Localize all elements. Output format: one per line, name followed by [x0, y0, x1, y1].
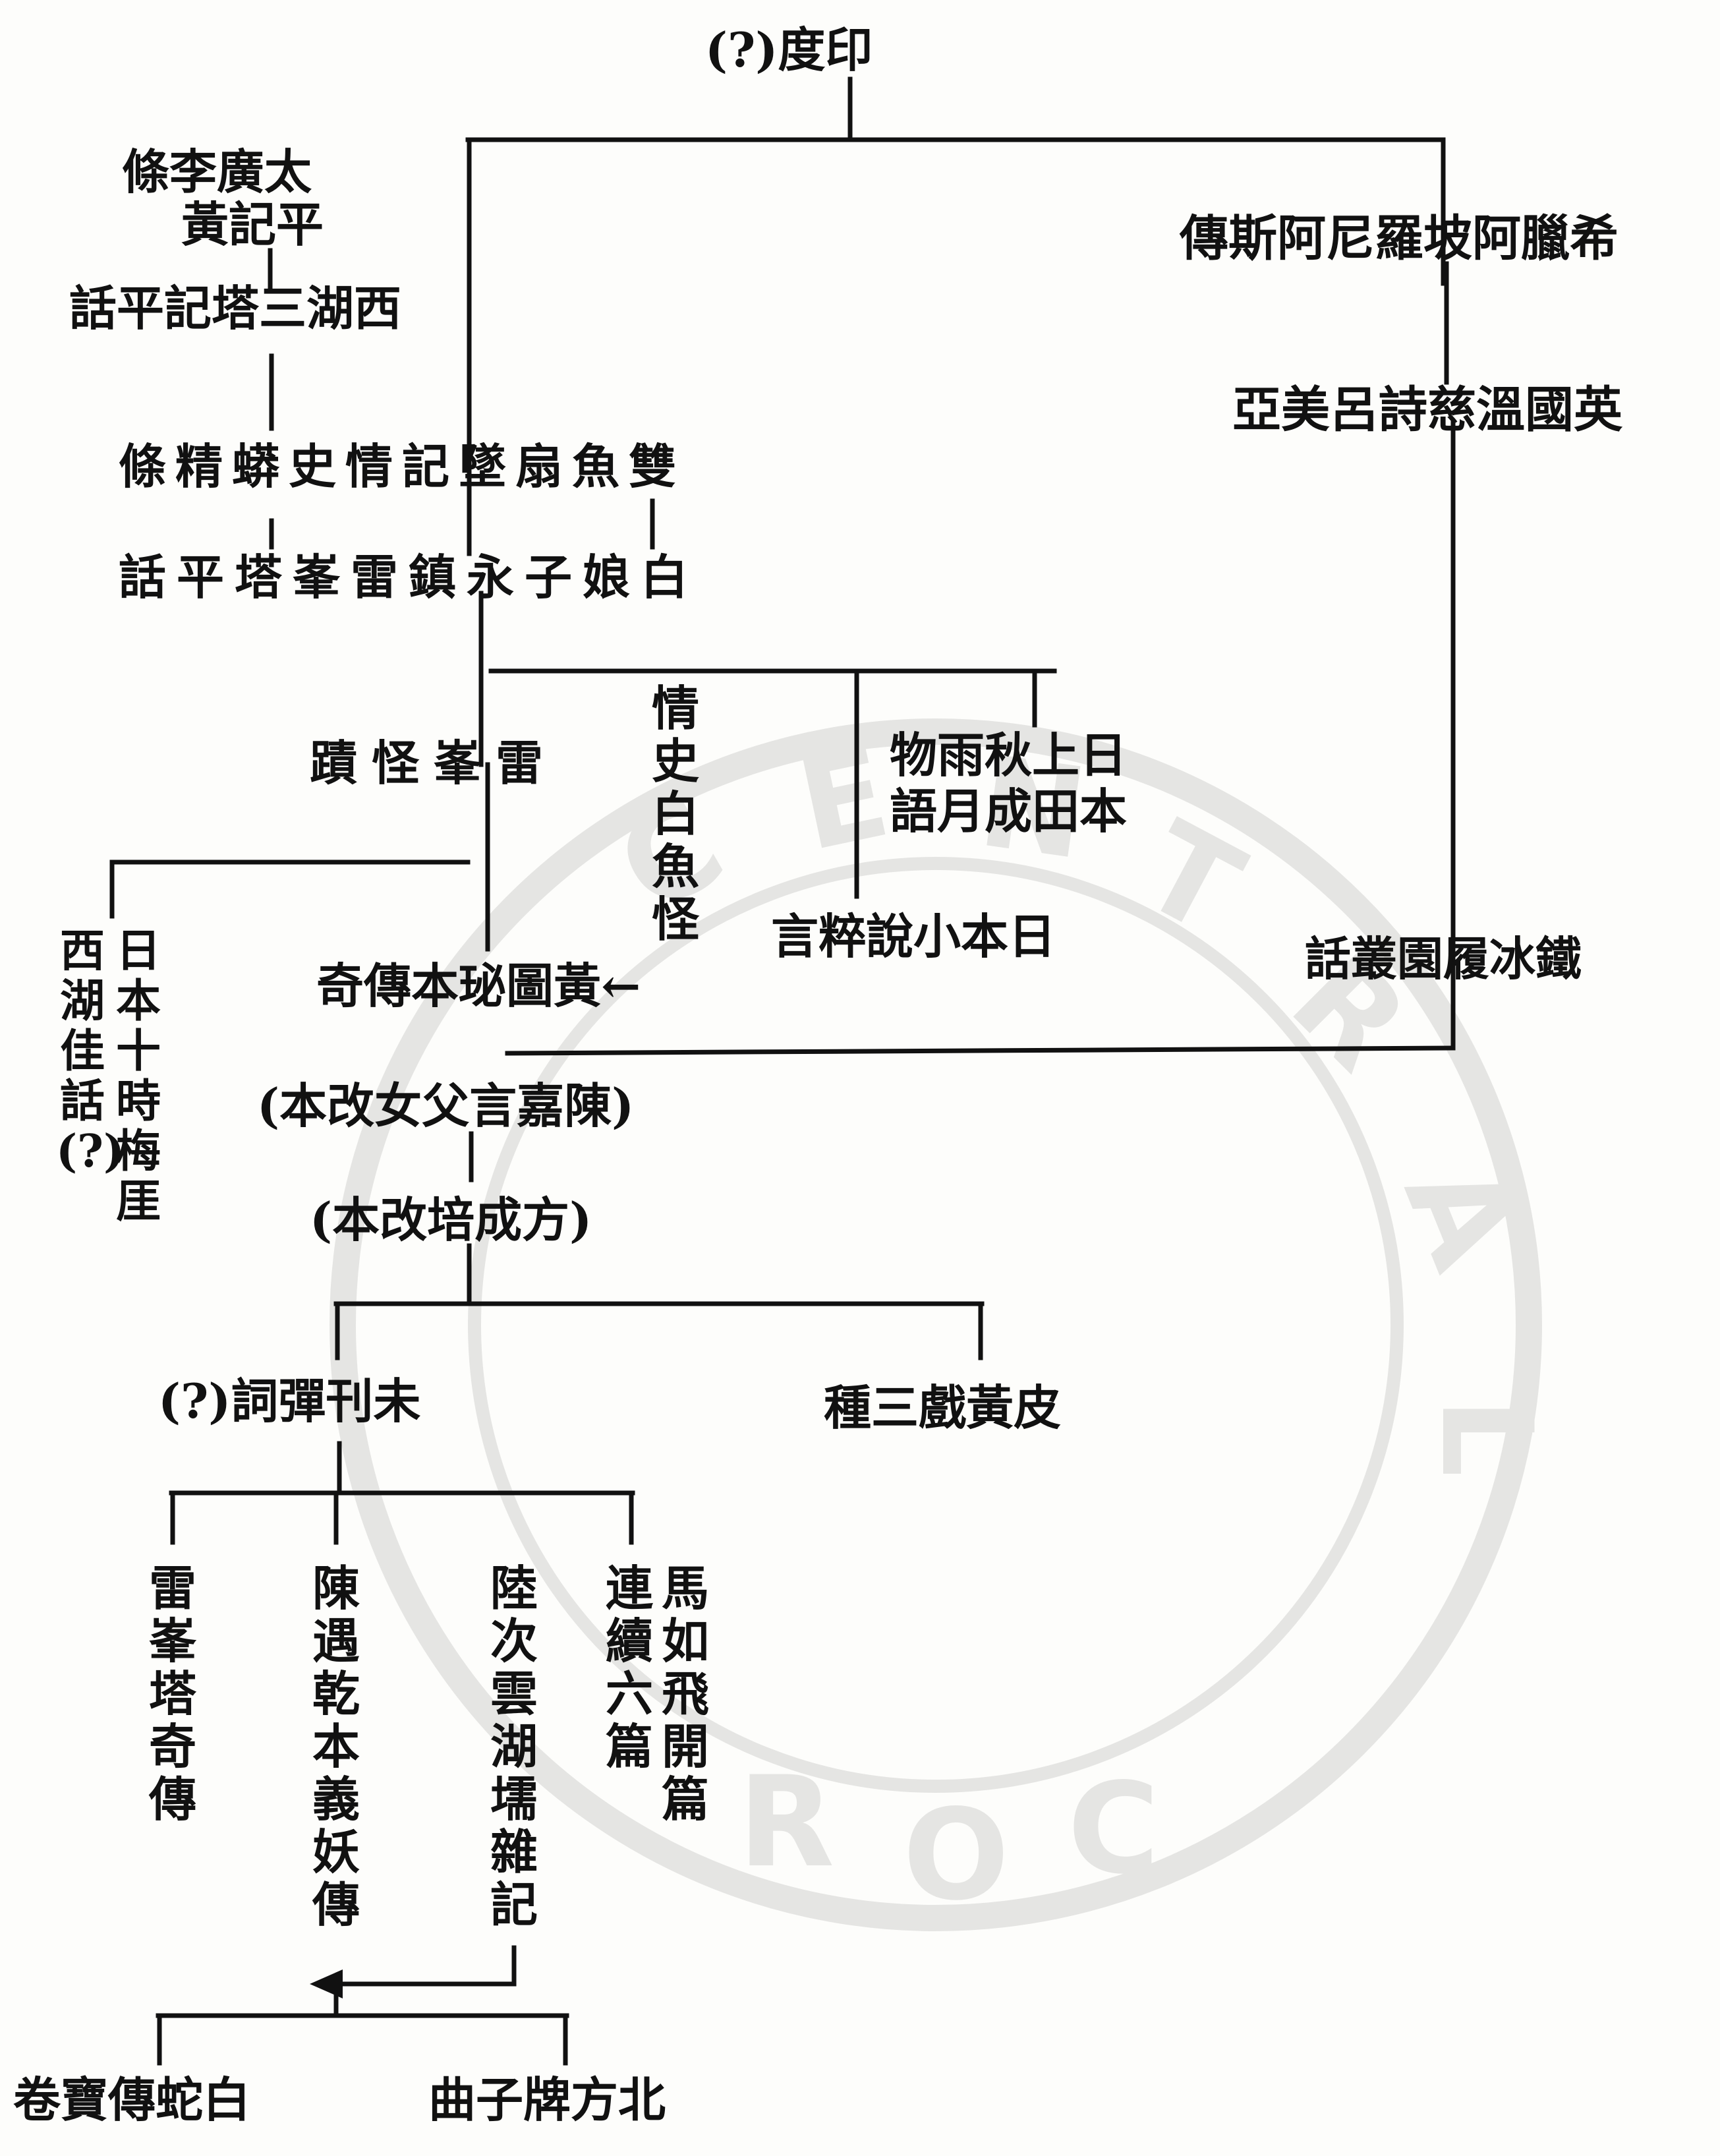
node-baiyu: 話平塔峯雷鎮永子娘白: [119, 549, 699, 605]
node-chen: (本改女父言嘉陳): [257, 1078, 635, 1134]
node-fang: (本改培成方): [310, 1192, 592, 1248]
node-ueda-line2: 語月成田本: [890, 783, 1128, 839]
node-huangtu: 奇傳本珌圖黃←: [316, 958, 641, 1014]
node-ueda-line1: 物雨秋上日: [890, 727, 1128, 783]
node-japan-col1: 日本十時梅厓: [115, 925, 161, 1228]
node-qingshi: 條精蟒史情記墜扇魚雙: [119, 438, 686, 494]
node-english: 亞美呂詩慈溫國英: [1232, 382, 1622, 438]
node-taiping-line2: 黃記平: [181, 196, 324, 252]
connector-liwo-huangtu: [505, 1045, 1456, 1056]
node-qingshi-bai: 情史白魚怪: [651, 680, 699, 947]
node-leifengta-qizhuan: 雷峯塔奇傳: [148, 1560, 196, 1827]
node-lu-ciyun: 陸次雲湖壖雜記: [490, 1560, 538, 1933]
node-root: (?)度印: [705, 22, 873, 78]
connector-lu-to-chen: [333, 1945, 517, 1987]
node-leifeng-guai: 蹟怪峯雷: [310, 735, 558, 791]
node-beifang: 曲子牌方北: [428, 2072, 666, 2128]
node-lian-xu: 連續六篇: [605, 1560, 653, 1774]
node-ma-rufei: 馬如飛開篇: [661, 1560, 709, 1827]
node-pihuang: 種三戲黃皮: [824, 1380, 1062, 1436]
node-baishe-baojuan: 卷寶傳蛇白: [13, 2072, 251, 2128]
node-japanese-novel: 言粹說小本日: [771, 908, 1056, 964]
node-tanci: (?)詞彈刊未: [158, 1373, 421, 1429]
node-taiping-line1: 條李廣太: [122, 144, 312, 200]
node-bingxue: 話叢園履冰鐵: [1305, 931, 1582, 986]
node-xihu: 話平記塔三湖西: [69, 280, 402, 336]
node-chen-yuqian: 陳遇乾本義妖傳: [312, 1560, 360, 1933]
node-japan-col2: 西湖佳話(?): [56, 925, 125, 1178]
node-greek: 傳斯阿尼羅坡阿臘希: [1180, 210, 1619, 267]
